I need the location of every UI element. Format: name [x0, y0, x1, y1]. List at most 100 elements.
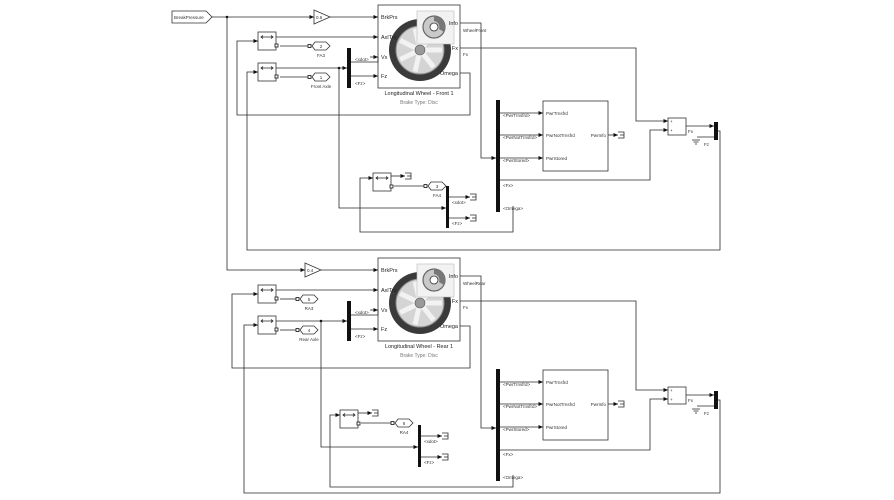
bus-label-xdot: <xdot> — [355, 57, 369, 62]
signal-omega-2[interactable] — [329, 413, 514, 488]
output-label-fz: Fz — [704, 142, 710, 147]
bus-label: <PwrTrnsfrd> — [503, 113, 530, 118]
sum-block[interactable]: ++ — [667, 117, 687, 136]
signal-breakpressure-rear[interactable] — [226, 17, 305, 272]
wheel-block-subtitle: Brake Type: Disc — [400, 100, 438, 106]
selector-block-3-body[interactable] — [372, 172, 392, 192]
fx-signal-label: Fx — [463, 52, 469, 57]
selector-block-1-body[interactable] — [257, 284, 277, 304]
signal-xdot[interactable] — [351, 57, 379, 63]
goto-tag-label: FA4 — [433, 193, 442, 198]
bus-creator-output[interactable] — [714, 122, 718, 140]
selector-block-1-body[interactable] — [257, 31, 277, 51]
selector-block-1[interactable] — [257, 284, 279, 304]
terminator-block[interactable] — [405, 172, 412, 180]
selector-block-2-body[interactable] — [257, 62, 277, 82]
sum-block[interactable]: ++ — [667, 386, 687, 405]
wheel-input-port-label: BrkPrs — [381, 268, 398, 274]
selector-block-1[interactable] — [257, 31, 279, 51]
signal-omega-feedback[interactable] — [236, 39, 471, 116]
ground-icon — [692, 136, 714, 145]
terminator-block[interactable] — [470, 214, 477, 222]
wheel-block-subtitle: Brake Type: Disc — [400, 353, 438, 359]
sum-block-body[interactable] — [667, 386, 687, 405]
signal-info[interactable] — [460, 22, 496, 160]
selector-block-3[interactable] — [372, 172, 394, 192]
longitudinal-wheel-block[interactable]: BrkPrsAxlTrqVxFzInfoFxOmegaLongitudinal … — [377, 257, 461, 359]
goto-tag-label: Front Axle — [311, 84, 332, 89]
bus-selector-2[interactable] — [496, 100, 500, 212]
gain-block[interactable]: 0.6 — [313, 9, 331, 25]
selector-block-3-body[interactable] — [339, 409, 359, 429]
signal-omega-2[interactable] — [359, 176, 514, 233]
disc-brake-icon — [416, 263, 455, 298]
goto-tag-label: RA4 — [400, 430, 409, 435]
bus-label-fz: <Fz> — [355, 334, 366, 339]
fx-signal-label: Fx — [463, 305, 469, 310]
gain-value: 0.6 — [316, 15, 323, 20]
terminator-block[interactable] — [442, 453, 449, 461]
sum-sign: + — [670, 388, 673, 393]
signal-fx[interactable] — [460, 300, 668, 392]
bus-label-xdot: <xdot> — [452, 200, 466, 205]
from-block-breakpressure[interactable]: BreakPressure — [171, 10, 213, 24]
bus-label: <Fx> — [503, 452, 514, 457]
bus-label: <PwrNotTrnsfrd> — [503, 135, 537, 140]
wheel-input-port-label: Vx — [381, 308, 388, 314]
selector-block-3[interactable] — [339, 409, 361, 429]
bus-selector-1[interactable] — [347, 301, 351, 341]
terminator-block[interactable] — [372, 409, 379, 417]
goto-tag-number: 5 — [308, 297, 311, 302]
signal-bus-fx[interactable] — [500, 128, 668, 181]
wheel-output-port-label: Omega — [440, 324, 459, 330]
bus-selector-3[interactable] — [446, 186, 449, 228]
signal-fx[interactable] — [460, 47, 668, 123]
signal-wheel-bus-2[interactable] — [338, 68, 446, 210]
output-label-fx: Fx — [688, 129, 694, 134]
signal-info[interactable] — [460, 275, 496, 430]
wheel-output-port-label: Info — [449, 274, 458, 280]
signal-force-feedback[interactable] — [243, 323, 721, 494]
selector-block-2[interactable] — [257, 315, 279, 335]
gain-block[interactable]: 0.4 — [304, 262, 322, 278]
signal-force-feedback[interactable] — [246, 70, 721, 251]
wheel-output-port-label: Fx — [452, 46, 458, 52]
signal-omega-feedback[interactable] — [231, 292, 471, 369]
bus-label: <PwrStored> — [503, 158, 530, 163]
selector-block-2-body[interactable] — [257, 315, 277, 335]
goto-tag-label: Rear Axle — [299, 337, 319, 342]
sum-sign: + — [670, 119, 673, 124]
terminator-block[interactable] — [618, 131, 625, 139]
power-info-block-body[interactable] — [542, 100, 609, 172]
sum-sign: + — [670, 128, 673, 133]
power-info-block-body[interactable] — [542, 369, 609, 441]
selector-block-2[interactable] — [257, 62, 279, 82]
bus-creator-output[interactable] — [714, 391, 718, 409]
bus-label: <PwrStored> — [503, 427, 530, 432]
output-label-fx: Fx — [688, 398, 694, 403]
longitudinal-wheel-block[interactable]: BrkPrsAxlTrqVxFzInfoFxOmegaLongitudinal … — [377, 4, 461, 106]
sum-block-body[interactable] — [667, 117, 687, 136]
power-output-port-label: PwrInfo — [591, 133, 607, 138]
power-output-port-label: PwrInfo — [591, 402, 607, 407]
terminator-block[interactable] — [618, 400, 625, 408]
signal-xdot[interactable] — [351, 310, 379, 316]
wheel-input-port-label: Fz — [381, 327, 387, 333]
bus-selector-2[interactable] — [496, 369, 500, 481]
signal-wheel-bus-2[interactable] — [320, 321, 418, 449]
bus-selector-1[interactable] — [347, 48, 351, 88]
terminator-block[interactable] — [442, 432, 449, 440]
disc-brake-icon — [416, 10, 455, 45]
terminator-block[interactable] — [470, 193, 477, 201]
bus-selector-3[interactable] — [418, 425, 421, 467]
signal-bus-fx[interactable] — [500, 397, 668, 451]
